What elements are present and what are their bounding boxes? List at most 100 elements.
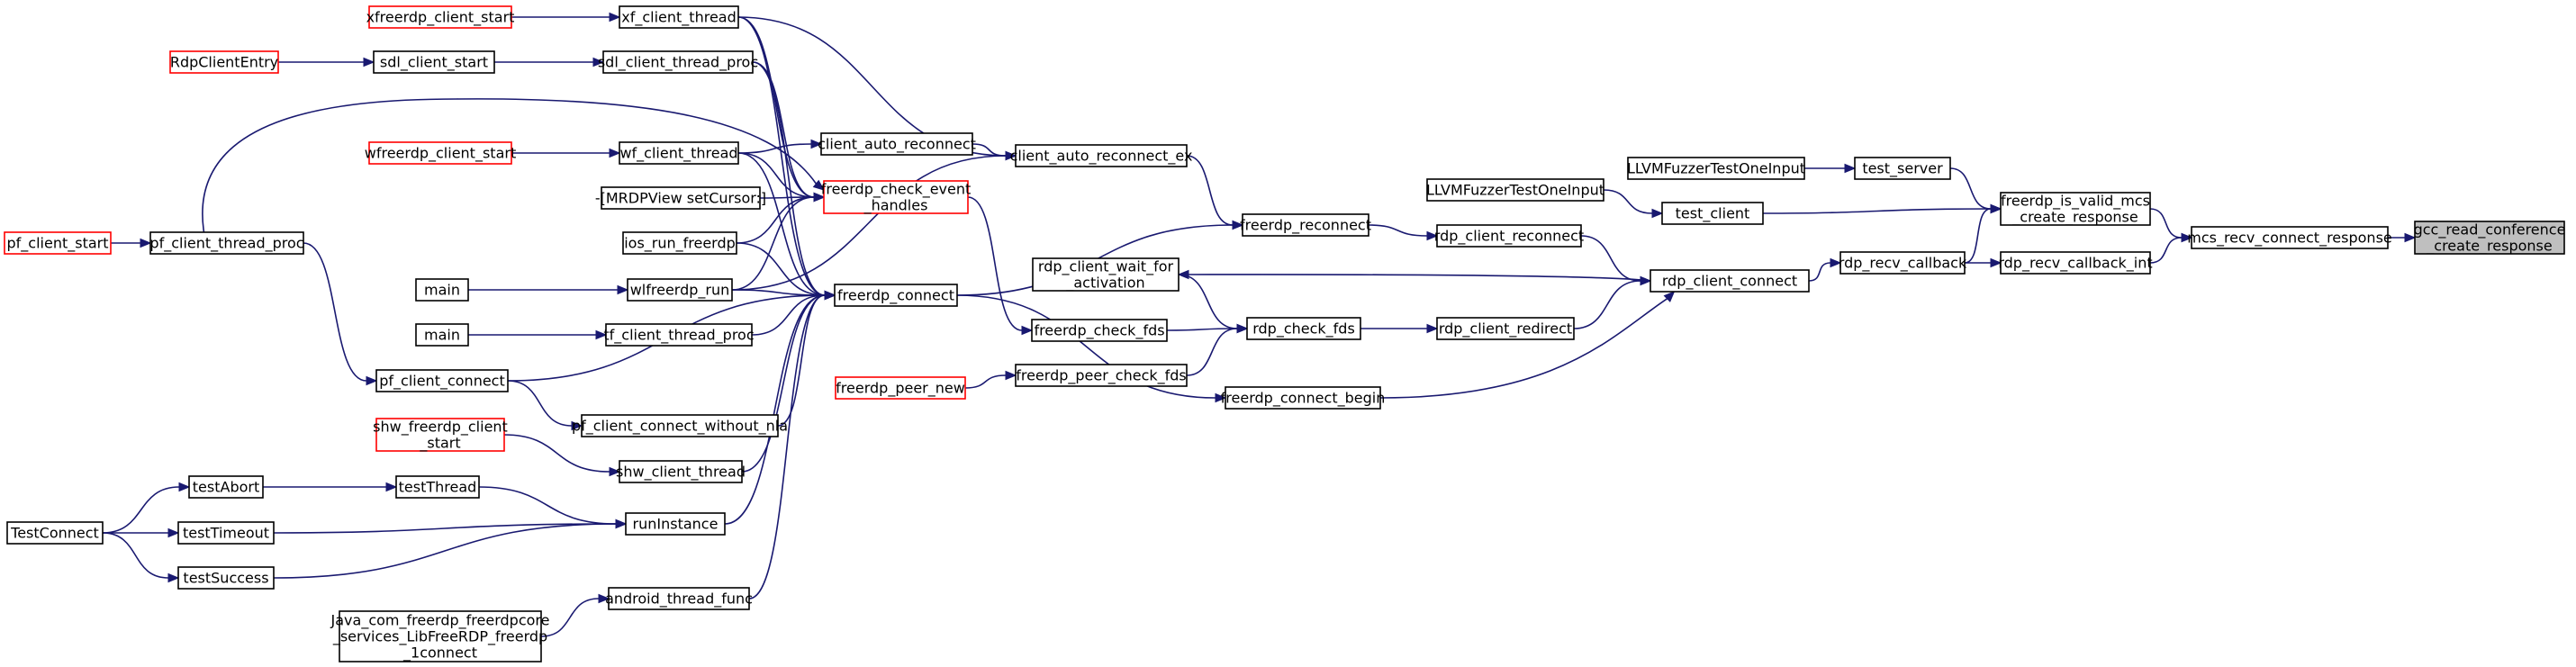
node-box-rdp_recv_callback[interactable]	[1839, 251, 1966, 275]
node-box-xfreerdp_client_start[interactable]	[368, 5, 512, 29]
node-testThread[interactable]: testThread	[395, 475, 480, 499]
node-freerdp_peer_new[interactable]: freerdp_peer_new	[835, 376, 966, 400]
node-freerdp_connect[interactable]: freerdp_connect	[834, 284, 958, 307]
node-box-rdp_client_connect[interactable]	[1650, 269, 1810, 293]
node-wfreerdp_client_start[interactable]: wfreerdp_client_start	[365, 141, 516, 165]
node-main2[interactable]: main	[415, 323, 469, 347]
node-box-shw_freerdp_client_start[interactable]	[375, 418, 505, 452]
node-box-freerdp_connect[interactable]	[834, 284, 958, 307]
node-box-rdp_client_reconnect[interactable]	[1436, 224, 1582, 248]
node-xfreerdp_client_start[interactable]: xfreerdp_client_start	[366, 5, 515, 29]
node-sdl_client_start[interactable]: sdl_client_start	[373, 50, 495, 74]
node-box-freerdp_connect_begin[interactable]	[1225, 386, 1381, 410]
node-mrdpview[interactable]: -[MRDPView setCursor:]	[595, 186, 766, 210]
node-box-mcs_recv[interactable]	[2191, 226, 2389, 249]
node-box-pf_client_start[interactable]	[4, 231, 112, 255]
node-freerdp_reconnect[interactable]: freerdp_reconnect	[1240, 213, 1371, 237]
node-box-java_com[interactable]	[339, 610, 542, 662]
node-mcs_recv[interactable]: mcs_recv_connect_response	[2187, 226, 2392, 249]
node-freerdp_check_fds[interactable]: freerdp_check_fds	[1031, 319, 1168, 342]
node-TestConnect[interactable]: TestConnect	[6, 521, 104, 545]
node-testTimeout[interactable]: testTimeout	[177, 521, 275, 545]
node-pf_client_thread_proc[interactable]: pf_client_thread_proc	[149, 231, 304, 255]
node-box-xf_client_thread[interactable]	[619, 5, 739, 29]
node-shw_client_thread[interactable]: shw_client_thread	[616, 460, 746, 483]
node-main1[interactable]: main	[415, 278, 469, 302]
node-rdp_check_fds[interactable]: rdp_check_fds	[1246, 317, 1361, 340]
node-testAbort[interactable]: testAbort	[188, 475, 264, 499]
node-box-llvm1[interactable]	[1426, 178, 1604, 202]
node-box-pf_client_thread_proc[interactable]	[149, 231, 304, 255]
node-freerdp_check_event_handles[interactable]: freerdp_check_event_handles	[821, 180, 972, 215]
node-box-ios_run_freerdp[interactable]	[622, 231, 737, 255]
node-tf_client_thread_proc[interactable]: tf_client_thread_proc	[603, 323, 755, 347]
node-box-sdl_client_thread_proc[interactable]	[602, 50, 754, 74]
node-pf_client_connect[interactable]: pf_client_connect	[375, 369, 509, 392]
node-test_client[interactable]: test_client	[1661, 202, 1764, 225]
node-box-pf_client_connect_without_nla[interactable]	[581, 414, 779, 437]
node-box-rdp_client_redirect[interactable]	[1436, 317, 1575, 340]
node-box-freerdp_peer_check_fds[interactable]	[1015, 364, 1188, 387]
node-pf_client_connect_without_nla[interactable]: pf_client_connect_without_nla	[572, 414, 788, 437]
node-box-client_auto_reconnect_ex[interactable]	[1015, 144, 1188, 167]
node-freerdp_peer_check_fds[interactable]: freerdp_peer_check_fds	[1015, 364, 1188, 387]
node-box-freerdp_peer_new[interactable]	[835, 376, 966, 400]
node-box-freerdp_check_event_handles[interactable]	[823, 180, 969, 214]
node-box-wf_client_thread[interactable]	[619, 141, 739, 165]
node-xf_client_thread[interactable]: xf_client_thread	[619, 5, 739, 29]
node-client_auto_reconnect[interactable]: client_auto_reconnect	[818, 132, 976, 156]
node-freerdp_connect_begin[interactable]: freerdp_connect_begin	[1221, 386, 1386, 410]
node-box-client_auto_reconnect[interactable]	[820, 132, 973, 156]
node-test_server[interactable]: test_server	[1854, 157, 1951, 180]
node-box-rdp_client_wait[interactable]	[1032, 257, 1180, 292]
node-llvm1[interactable]: LLVMFuzzerTestOneInput	[1426, 178, 1604, 202]
node-sdl_client_thread_proc[interactable]: sdl_client_thread_proc	[598, 50, 758, 74]
node-box-shw_client_thread[interactable]	[619, 460, 743, 483]
node-rdp_client_wait[interactable]: rdp_client_wait_for_activation	[1032, 257, 1180, 293]
node-box-freerdp_check_fds[interactable]	[1031, 319, 1168, 342]
node-rdp_recv_callback[interactable]: rdp_recv_callback	[1839, 251, 1967, 275]
node-java_com[interactable]: Java_com_freerdp_freerdpcore_services_Li…	[330, 610, 550, 662]
node-box-test_client[interactable]	[1661, 202, 1764, 225]
node-shw_freerdp_client_start[interactable]: shw_freerdp_client_start	[373, 418, 508, 453]
node-box-testAbort[interactable]	[188, 475, 264, 499]
node-gcc_read[interactable]: gcc_read_conference_create_response	[2414, 221, 2566, 256]
node-box-test_server[interactable]	[1854, 157, 1951, 180]
node-box-rdp_check_fds[interactable]	[1246, 317, 1361, 340]
node-llvm2[interactable]: LLVMFuzzerTestOneInput	[1627, 157, 1805, 180]
node-rdp_recv_callback_int[interactable]: rdp_recv_callback_int	[1998, 251, 2153, 275]
node-box-android_thread_func[interactable]	[608, 587, 750, 610]
node-box-main2[interactable]	[415, 323, 469, 347]
node-box-gcc_read[interactable]	[2414, 221, 2565, 255]
node-wf_client_thread[interactable]: wf_client_thread	[619, 141, 739, 165]
node-rdp_client_reconnect[interactable]: rdp_client_reconnect	[1434, 224, 1584, 248]
node-box-tf_client_thread_proc[interactable]	[605, 323, 753, 347]
node-box-wfreerdp_client_start[interactable]	[368, 141, 512, 165]
node-box-RdpClientEntry[interactable]	[169, 50, 279, 74]
node-RdpClientEntry[interactable]: RdpClientEntry	[169, 50, 279, 74]
node-ios_run_freerdp[interactable]: ios_run_freerdp	[622, 231, 737, 255]
node-android_thread_func[interactable]: android_thread_func	[605, 587, 753, 610]
node-box-sdl_client_start[interactable]	[373, 50, 495, 74]
node-box-testSuccess[interactable]	[177, 566, 275, 590]
node-box-testThread[interactable]	[395, 475, 480, 499]
node-box-testTimeout[interactable]	[177, 521, 275, 545]
node-freerdp_is_valid[interactable]: freerdp_is_valid_mcs_create_response	[2000, 192, 2151, 227]
node-runInstance[interactable]: runInstance	[625, 512, 726, 536]
node-box-main1[interactable]	[415, 278, 469, 302]
node-rdp_client_redirect[interactable]: rdp_client_redirect	[1436, 317, 1575, 340]
node-box-wlfreerdp_run[interactable]	[627, 278, 733, 302]
node-box-TestConnect[interactable]	[6, 521, 104, 545]
node-box-pf_client_connect[interactable]	[375, 369, 509, 392]
node-box-llvm2[interactable]	[1627, 157, 1805, 180]
node-wlfreerdp_run[interactable]: wlfreerdp_run	[627, 278, 733, 302]
node-client_auto_reconnect_ex[interactable]: client_auto_reconnect_ex	[1010, 144, 1193, 167]
node-box-freerdp_reconnect[interactable]	[1242, 213, 1369, 237]
node-box-freerdp_is_valid[interactable]	[2000, 192, 2151, 226]
node-rdp_client_connect[interactable]: rdp_client_connect	[1650, 269, 1810, 293]
node-box-runInstance[interactable]	[625, 512, 726, 536]
node-testSuccess[interactable]: testSuccess	[177, 566, 275, 590]
node-pf_client_start[interactable]: pf_client_start	[4, 231, 112, 255]
node-box-rdp_recv_callback_int[interactable]	[2000, 251, 2151, 275]
node-box-mrdpview[interactable]	[601, 186, 761, 210]
